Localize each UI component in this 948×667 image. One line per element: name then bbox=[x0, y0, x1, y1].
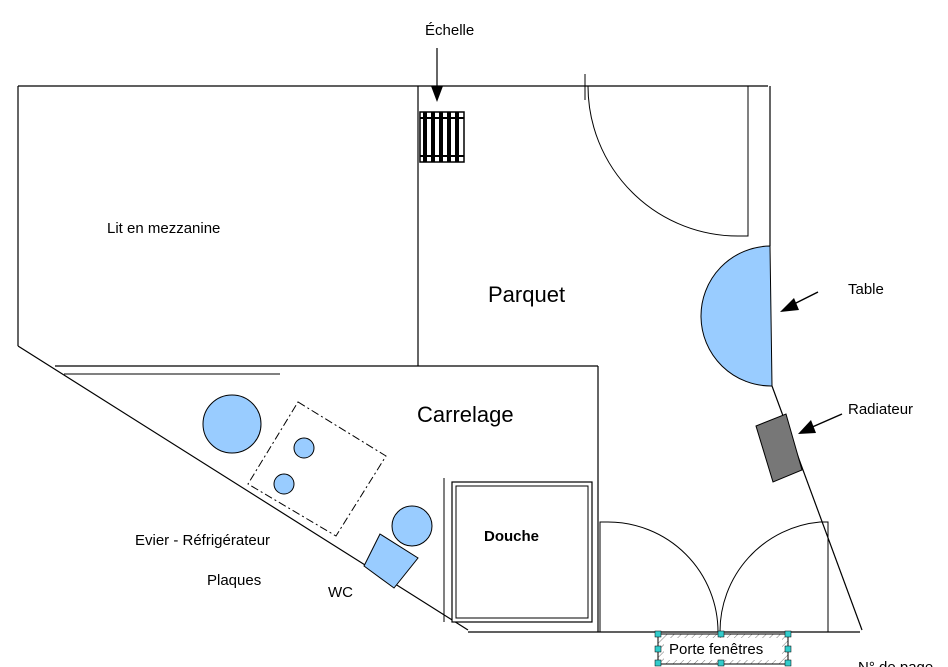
radiator bbox=[755, 413, 803, 483]
label-table: Table bbox=[848, 281, 884, 298]
hob-burner-1 bbox=[293, 437, 315, 459]
label-echelle: Échelle bbox=[425, 22, 474, 39]
table bbox=[700, 245, 773, 387]
wc-bowl bbox=[391, 505, 433, 547]
label-evier-refrigerateur: Evier - Réfrigérateur bbox=[135, 532, 270, 549]
entry-door bbox=[587, 85, 749, 237]
shower bbox=[451, 481, 593, 623]
label-porte-fenetres[interactable]: Porte fenêtres bbox=[669, 641, 763, 658]
ladder bbox=[419, 111, 465, 163]
table-arrow bbox=[780, 291, 819, 312]
hob-area bbox=[247, 401, 387, 537]
label-page-number: N° de page bbox=[858, 659, 933, 667]
wc-tank bbox=[363, 533, 419, 589]
label-lit-mezzanine: Lit en mezzanine bbox=[107, 220, 220, 237]
french-doors bbox=[599, 521, 829, 633]
label-radiateur: Radiateur bbox=[848, 401, 913, 418]
interior-walls bbox=[55, 86, 599, 632]
radiator-arrow bbox=[798, 413, 843, 434]
selection-handles[interactable] bbox=[654, 630, 792, 667]
ladder-arrow bbox=[431, 48, 443, 102]
sink bbox=[202, 394, 262, 454]
hob-burner-2 bbox=[273, 473, 295, 495]
porte-fenetres-box[interactable] bbox=[654, 630, 792, 667]
label-carrelage: Carrelage bbox=[417, 402, 514, 427]
label-parquet: Parquet bbox=[488, 282, 565, 307]
label-plaques: Plaques bbox=[207, 572, 261, 589]
label-douche: Douche bbox=[484, 528, 539, 545]
label-wc: WC bbox=[328, 584, 353, 601]
